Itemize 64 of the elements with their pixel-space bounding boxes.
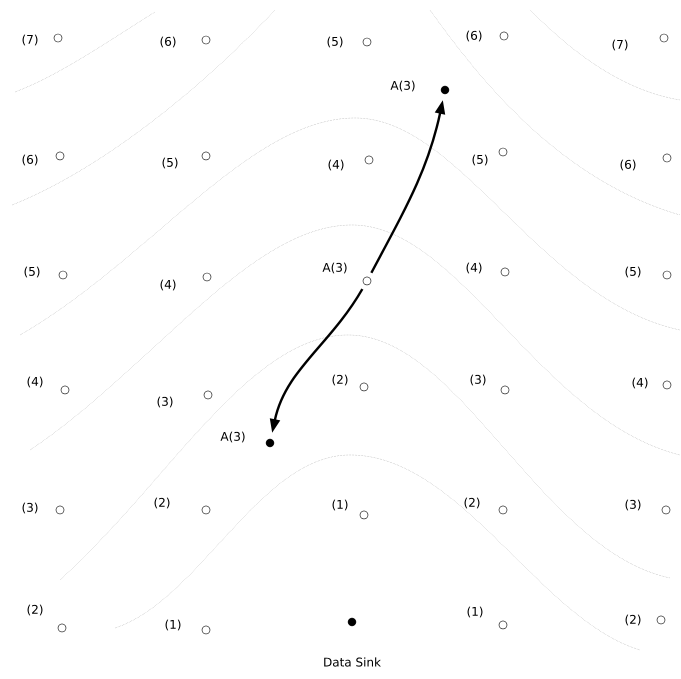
sensor-node bbox=[56, 152, 64, 160]
sensor-node bbox=[54, 34, 62, 42]
node-label: (3) bbox=[626, 500, 640, 510]
sensor-node bbox=[56, 506, 64, 514]
node-label: (3) bbox=[158, 396, 172, 408]
sensor-node bbox=[500, 386, 510, 394]
node-label: (7) bbox=[612, 40, 628, 50]
sensor-node bbox=[202, 506, 210, 514]
sensor-node bbox=[498, 506, 508, 514]
node-label: (2) bbox=[154, 498, 170, 508]
node-label: (6) bbox=[22, 154, 38, 166]
node-label: (2) bbox=[626, 614, 640, 626]
node-label: (2) bbox=[332, 374, 348, 386]
node-label: (4) bbox=[160, 280, 176, 290]
node-label: (7) bbox=[22, 34, 38, 46]
node-label: (4) bbox=[466, 262, 482, 274]
sensor-node bbox=[498, 148, 508, 156]
node-label: (5) bbox=[472, 154, 488, 166]
node-label: (3) bbox=[22, 502, 38, 514]
sensor-node bbox=[60, 386, 70, 394]
node-label: (3) bbox=[470, 374, 486, 386]
node-label: (1) bbox=[166, 620, 180, 630]
sensor-node bbox=[498, 620, 508, 630]
sensor-node bbox=[662, 380, 672, 390]
node-label: (6) bbox=[160, 36, 176, 48]
node-label: A(3) bbox=[322, 262, 347, 274]
node-label: A(3) bbox=[390, 80, 415, 92]
node-label: A(3) bbox=[220, 432, 245, 442]
sensor-node bbox=[364, 156, 374, 164]
node-label: (4) bbox=[28, 376, 42, 388]
sensor-node bbox=[662, 270, 672, 280]
node-label: (1) bbox=[332, 500, 348, 510]
node-label: (5) bbox=[626, 266, 640, 278]
sensor-node bbox=[662, 506, 670, 514]
sensor-node bbox=[440, 86, 450, 94]
node-label: (5) bbox=[328, 36, 342, 48]
sensor-node bbox=[500, 268, 510, 276]
node-label: (5) bbox=[24, 266, 40, 278]
node-label: (2) bbox=[464, 498, 480, 508]
sensor-node bbox=[58, 270, 68, 280]
sensor-node bbox=[204, 390, 212, 400]
sensor-node bbox=[662, 154, 672, 162]
sensor-node bbox=[202, 626, 210, 634]
node-label: Data Sink bbox=[324, 657, 381, 667]
sensor-node bbox=[500, 32, 508, 40]
node-label: (4) bbox=[328, 160, 344, 170]
sensor-node bbox=[362, 276, 372, 286]
sensor-node bbox=[656, 616, 666, 624]
sensor-node bbox=[348, 618, 356, 626]
node-label: (2) bbox=[28, 604, 42, 616]
sensor-node bbox=[660, 34, 668, 42]
sensor-node bbox=[360, 382, 368, 392]
sensor-node bbox=[266, 438, 274, 448]
sensor-node bbox=[362, 38, 372, 46]
sensor-node bbox=[58, 624, 66, 632]
sensor-node bbox=[360, 510, 368, 520]
sensor-node bbox=[202, 152, 210, 160]
node-label: (4) bbox=[632, 378, 648, 388]
node-label: (6) bbox=[466, 30, 482, 42]
node-label: (6) bbox=[620, 160, 636, 170]
node-label: (5) bbox=[162, 158, 178, 168]
sensor-node bbox=[202, 36, 210, 44]
sensor-node bbox=[202, 272, 212, 282]
node-label: (1) bbox=[468, 606, 482, 618]
